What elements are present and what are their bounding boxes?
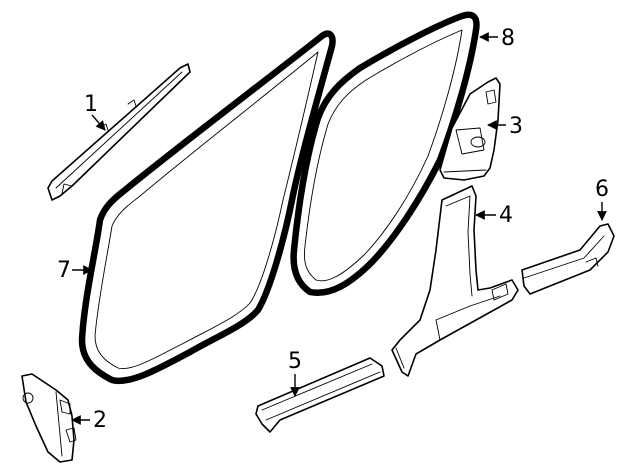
part-1-a-pillar-trim[interactable] (47, 63, 191, 201)
callout-label-1: 1 (84, 92, 98, 117)
callout-label-6: 6 (595, 177, 609, 202)
callout-label-8: 8 (501, 26, 515, 51)
part-8-rear-door-seal[interactable] (290, 11, 480, 296)
part-5-front-sill-plate[interactable] (255, 357, 385, 433)
callout-label-2: 2 (93, 408, 107, 433)
callout-4: 4 (475, 203, 513, 228)
callout-5: 5 (288, 349, 302, 397)
callout-label-3: 3 (509, 114, 523, 139)
callout-8: 8 (479, 26, 515, 51)
callout-label-4: 4 (499, 203, 513, 228)
part-6-rear-sill-plate[interactable] (521, 223, 615, 295)
callout-label-7: 7 (57, 258, 71, 283)
callout-label-5: 5 (288, 349, 302, 374)
part-7-front-door-seal[interactable] (78, 30, 336, 385)
part-3-upper-b-pillar-trim[interactable] (439, 77, 501, 181)
callout-3: 3 (487, 114, 523, 139)
part-4-lower-b-pillar-trim[interactable] (391, 185, 519, 377)
callout-6: 6 (595, 177, 609, 221)
part-2-kick-panel[interactable] (21, 373, 77, 463)
callout-7: 7 (57, 258, 93, 283)
callout-1: 1 (84, 92, 106, 131)
callout-2: 2 (71, 408, 107, 433)
